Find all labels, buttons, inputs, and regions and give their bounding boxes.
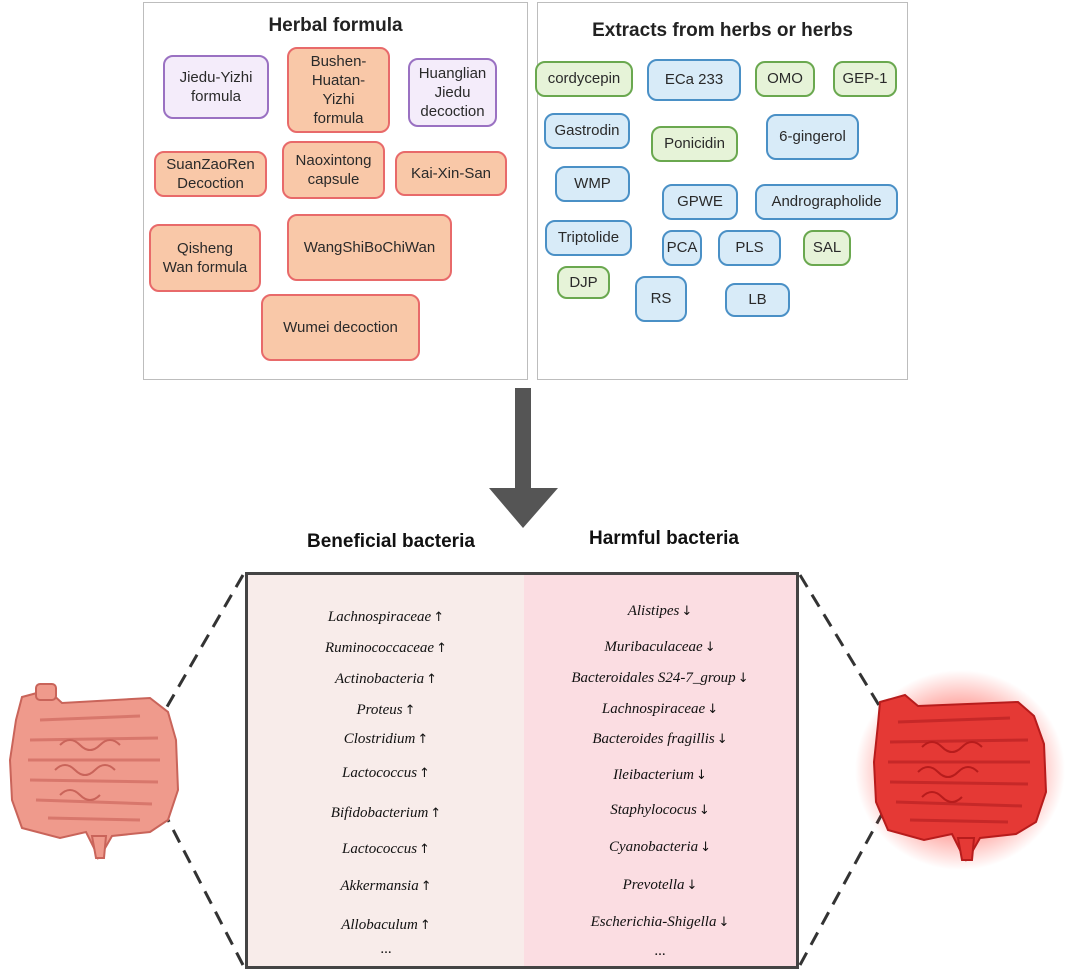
harmful-bacteria-title: Harmful bacteria — [589, 528, 739, 549]
extract-eca233: ECa 233 — [647, 59, 741, 101]
extract-andrographolide: Andrographolide — [755, 184, 898, 220]
harmful-item: Cyanobacteria↓ — [608, 839, 712, 855]
extract-pls: PLS — [718, 230, 781, 266]
beneficial-column: Lachnospiraceae↑ Ruminococcaceae↑ Actino… — [248, 575, 524, 966]
beneficial-item: Proteus↑ — [356, 702, 416, 718]
herbal-item-wumei: Wumei decoction — [261, 294, 420, 361]
extract-triptolide: Triptolide — [545, 220, 632, 256]
harmful-item: Ileibacterium↓ — [613, 767, 707, 783]
harmful-item: Lachnospiraceae↓ — [601, 701, 719, 717]
harmful-item: Bacteroidales S24-7_group↓ — [571, 670, 749, 686]
beneficial-more: ... — [380, 941, 392, 957]
herbal-item-naoxintong: Naoxintong capsule — [282, 141, 385, 199]
beneficial-item: Ruminococcaceae↑ — [324, 640, 447, 656]
beneficial-item: Bifidobacterium↑ — [330, 805, 442, 821]
beneficial-bacteria-title: Beneficial bacteria — [307, 531, 475, 552]
harmful-item: Alistipes↓ — [627, 603, 693, 619]
harmful-item: Bacteroides fragillis↓ — [592, 731, 728, 747]
extract-gpwe: GPWE — [662, 184, 738, 220]
extract-6-gingerol: 6-gingerol — [766, 114, 859, 160]
harmful-item: Muribaculaceae↓ — [604, 639, 716, 655]
harmful-item: Escherichia-Shigella↓ — [590, 914, 730, 930]
herbal-item-huanglian-jiedu: Huanglian Jiedu decoction — [408, 58, 497, 127]
extract-pca: PCA — [662, 230, 702, 266]
harmful-item: Staphylococus↓ — [610, 802, 710, 818]
beneficial-item: Akkermansia↑ — [340, 878, 432, 894]
extract-gastrodin: Gastrodin — [544, 113, 630, 149]
harmful-more: ... — [654, 943, 666, 959]
bacteria-table: Lachnospiraceae↑ Ruminococcaceae↑ Actino… — [245, 572, 799, 969]
beneficial-item: Allobaculum↑ — [341, 917, 431, 933]
herbal-item-kai-xin-san: Kai-Xin-San — [395, 151, 507, 196]
herbal-item-qisheng-wan: Qisheng Wan formula — [149, 224, 261, 292]
beneficial-item: Lactococcus↑ — [342, 765, 430, 781]
down-arrow-icon — [489, 388, 558, 528]
harmful-item: Prevotella↓ — [622, 877, 698, 893]
zoom-connectors — [143, 574, 902, 966]
extract-sal: SAL — [803, 230, 851, 266]
extract-rs: RS — [635, 276, 687, 322]
harmful-column: Alistipes↓ Muribaculaceae↓ Bacteroidales… — [524, 575, 796, 966]
herbal-item-suanzaoren: SuanZaoRen Decoction — [154, 151, 267, 197]
extract-gep1: GEP-1 — [833, 61, 897, 97]
inflamed-intestine-icon — [855, 670, 1065, 870]
herbal-formula-title: Herbal formula — [268, 15, 403, 36]
healthy-intestine-icon — [8, 683, 180, 861]
extract-omo: OMO — [755, 61, 815, 97]
extract-ponicidin: Ponicidin — [651, 126, 738, 162]
extract-wmp: WMP — [555, 166, 630, 202]
beneficial-item: Actinobacteria↑ — [334, 671, 438, 687]
herbal-item-jiedu-yizhi: Jiedu-Yizhi formula — [163, 55, 269, 119]
extract-cordycepin: cordycepin — [535, 61, 633, 97]
beneficial-item: Lachnospiraceae↑ — [327, 609, 445, 625]
beneficial-item: Clostridium↑ — [343, 731, 429, 747]
beneficial-item: Lactococcus↑ — [342, 841, 430, 857]
extract-lb: LB — [725, 283, 790, 317]
extract-djp: DJP — [557, 266, 610, 299]
herbal-item-wangshibochiwan: WangShiBoChiWan — [287, 214, 452, 281]
herbal-item-bushen-huatan-yizhi: Bushen- Huatan- Yizhi formula — [287, 47, 390, 133]
extracts-title: Extracts from herbs or herbs — [592, 20, 853, 41]
